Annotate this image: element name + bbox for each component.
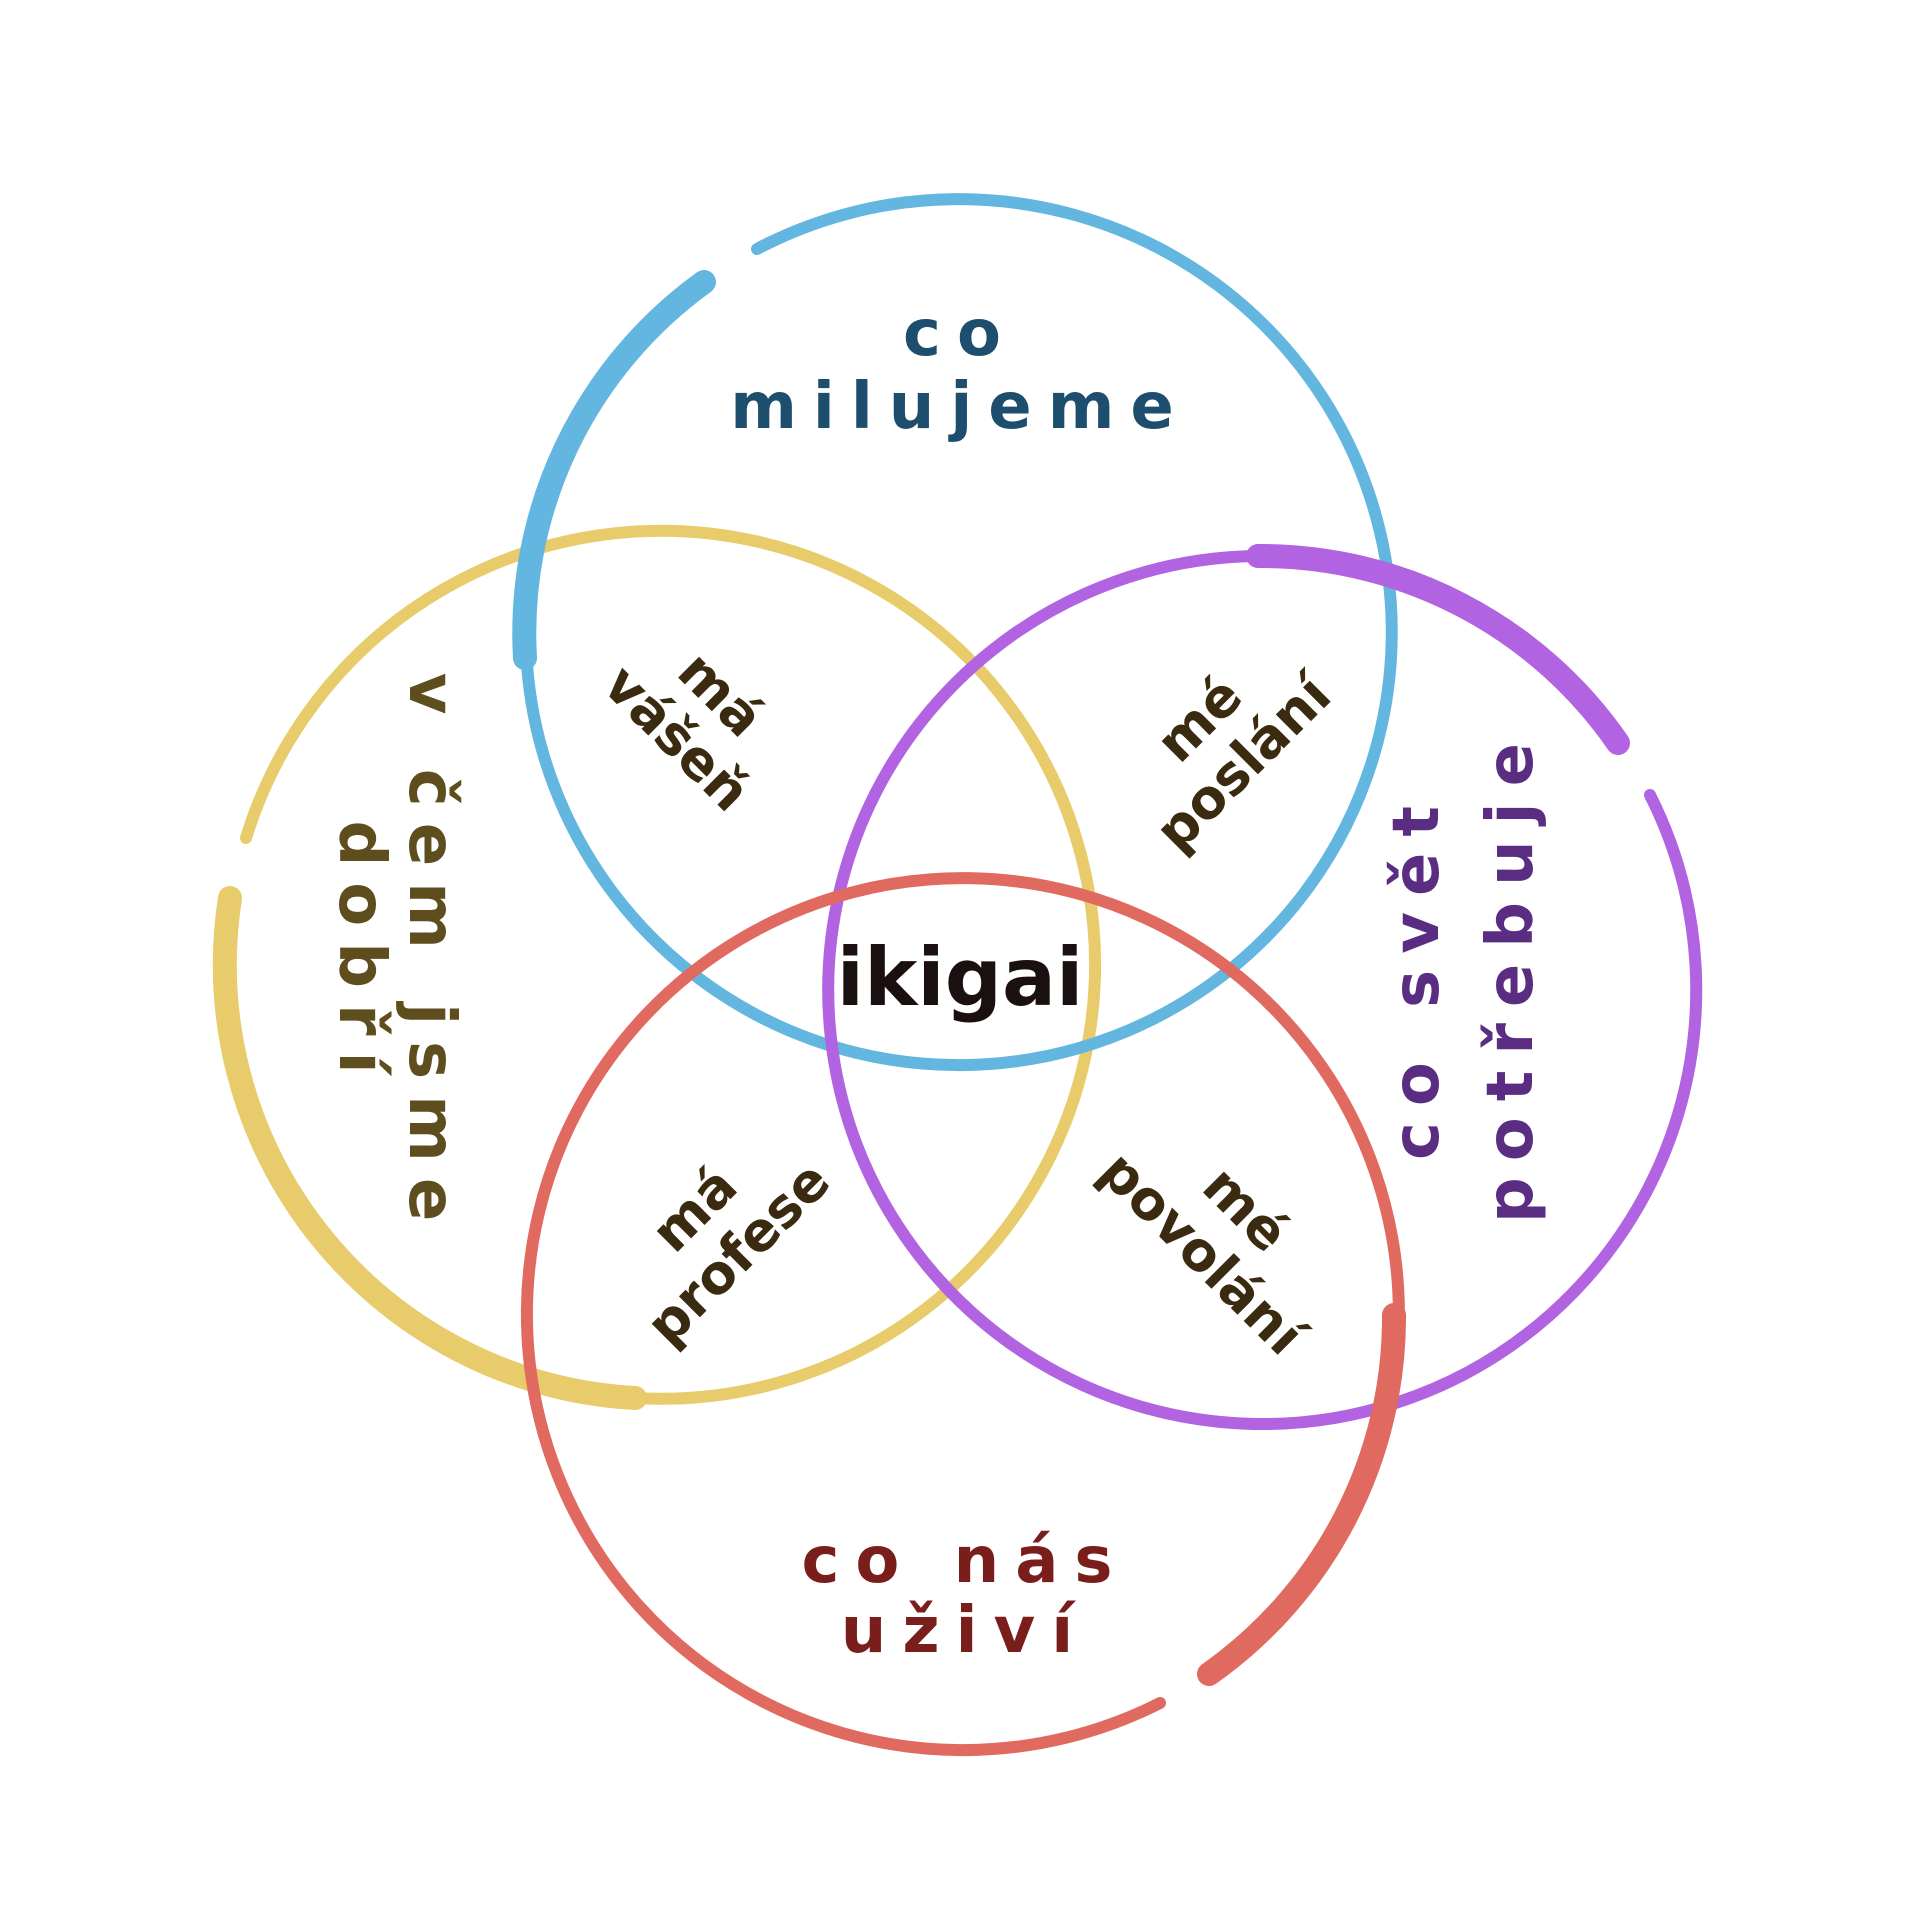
label-purple-line2: potřebuje bbox=[1474, 727, 1548, 1223]
label-ikigai: ikigai bbox=[837, 931, 1084, 1024]
label-ma-profese: má profese bbox=[634, 1149, 842, 1357]
label-me-povolani: mé povolání bbox=[1088, 1139, 1318, 1369]
label-vocation-line2: povolání bbox=[1088, 1139, 1318, 1369]
label-red-line2: uživí bbox=[841, 1594, 1089, 1668]
label-v-cem-jsme-dobri: v čem jsme dobří bbox=[324, 673, 468, 1237]
label-blue-line1: co bbox=[903, 297, 1017, 371]
label-me-poslani: mé poslání bbox=[1143, 661, 1345, 863]
label-co-milujeme: co milujeme bbox=[730, 297, 1190, 444]
circle-purple-arc bbox=[822, 550, 1703, 1430]
label-yellow-line1: v čem jsme bbox=[394, 673, 468, 1237]
label-mission-line2: poslání bbox=[1143, 661, 1345, 863]
circle-blue bbox=[512, 193, 1398, 1072]
circle-blue-accent bbox=[512, 270, 716, 670]
circle-yellow-arc bbox=[240, 524, 1102, 1405]
circle-purple-accent bbox=[1246, 543, 1630, 755]
circle-red-arc bbox=[520, 872, 1405, 1757]
label-yellow-line2: dobří bbox=[324, 820, 398, 1089]
label-ma-vasen: má vášeň bbox=[591, 639, 775, 823]
circle-red bbox=[520, 872, 1407, 1757]
label-purple-line1: co svět bbox=[1380, 790, 1454, 1160]
label-blue-line2: milujeme bbox=[730, 370, 1190, 444]
circle-purple bbox=[822, 543, 1703, 1430]
label-profession-line2: profese bbox=[634, 1149, 842, 1357]
label-co-svet-potrebuje: co svět potřebuje bbox=[1380, 727, 1548, 1223]
label-co-nas-uzivi: co nás uživí bbox=[801, 1524, 1128, 1668]
circle-red-accent bbox=[1197, 1303, 1407, 1686]
label-red-line1: co nás bbox=[801, 1524, 1128, 1598]
